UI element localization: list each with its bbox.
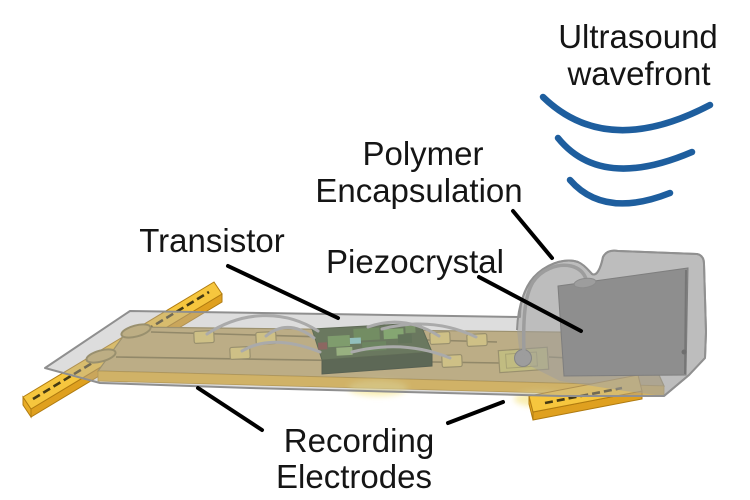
leader-recording-right — [446, 400, 505, 425]
bond-wire-6 — [350, 345, 452, 360]
piezocrystal-edge-shade — [684, 269, 687, 375]
ultrasound-wavefront-arcs — [539, 93, 714, 207]
label-polymer-line2: Encapsulation — [315, 172, 522, 209]
chip-bond-wires — [205, 314, 478, 360]
label-ultrasound-line2: wavefront — [566, 55, 710, 92]
chip-part-4 — [336, 346, 353, 356]
bond-wire-1 — [264, 326, 316, 340]
chip-part-9 — [405, 325, 416, 334]
bond-wire-4 — [366, 320, 441, 338]
contact-pad-5 — [466, 332, 488, 348]
via-pad-2 — [85, 348, 117, 364]
label-transistor: Transistor — [139, 222, 284, 259]
piezocrystal-front-face — [557, 267, 689, 377]
piezocrystal-cube — [557, 267, 689, 377]
bond-wire-2 — [240, 340, 322, 354]
piezo-wire-bond — [573, 277, 597, 289]
leader-transistor — [226, 264, 340, 320]
chip-part-1 — [327, 335, 351, 348]
leader-lines — [196, 209, 583, 432]
piezo-interconnect — [514, 263, 597, 367]
wavefront-arc-3 — [566, 176, 674, 207]
chip-part-7 — [397, 333, 413, 344]
label-recording-line1: Recording — [284, 422, 434, 459]
label-recording-line2: Electrodes — [276, 458, 432, 495]
leader-polymer-encapsulation — [511, 209, 554, 260]
leader-piezocrystal — [477, 275, 583, 333]
encapsulation-outline — [516, 249, 707, 397]
leader-recording-left — [196, 386, 264, 432]
label-piezocrystal: Piezocrystal — [326, 243, 504, 280]
bond-wire-3 — [205, 314, 320, 336]
labels: Ultrasound wavefront Polymer Encapsulati… — [139, 18, 718, 495]
label-ultrasound-line1: Ultrasound — [558, 18, 718, 55]
chip-part-2 — [353, 327, 380, 341]
piezocrystal-notch — [681, 349, 687, 355]
piezo-wire — [521, 263, 588, 356]
chip-part-6 — [349, 337, 362, 345]
bond-wire-5 — [380, 322, 478, 339]
wavefront-arc-1 — [539, 93, 714, 134]
chip-part-8 — [317, 342, 328, 350]
wavefront-arc-2 — [554, 134, 696, 172]
via-pad-1 — [120, 323, 152, 339]
trace-lower — [115, 356, 501, 364]
label-polymer-line1: Polymer — [362, 135, 483, 172]
